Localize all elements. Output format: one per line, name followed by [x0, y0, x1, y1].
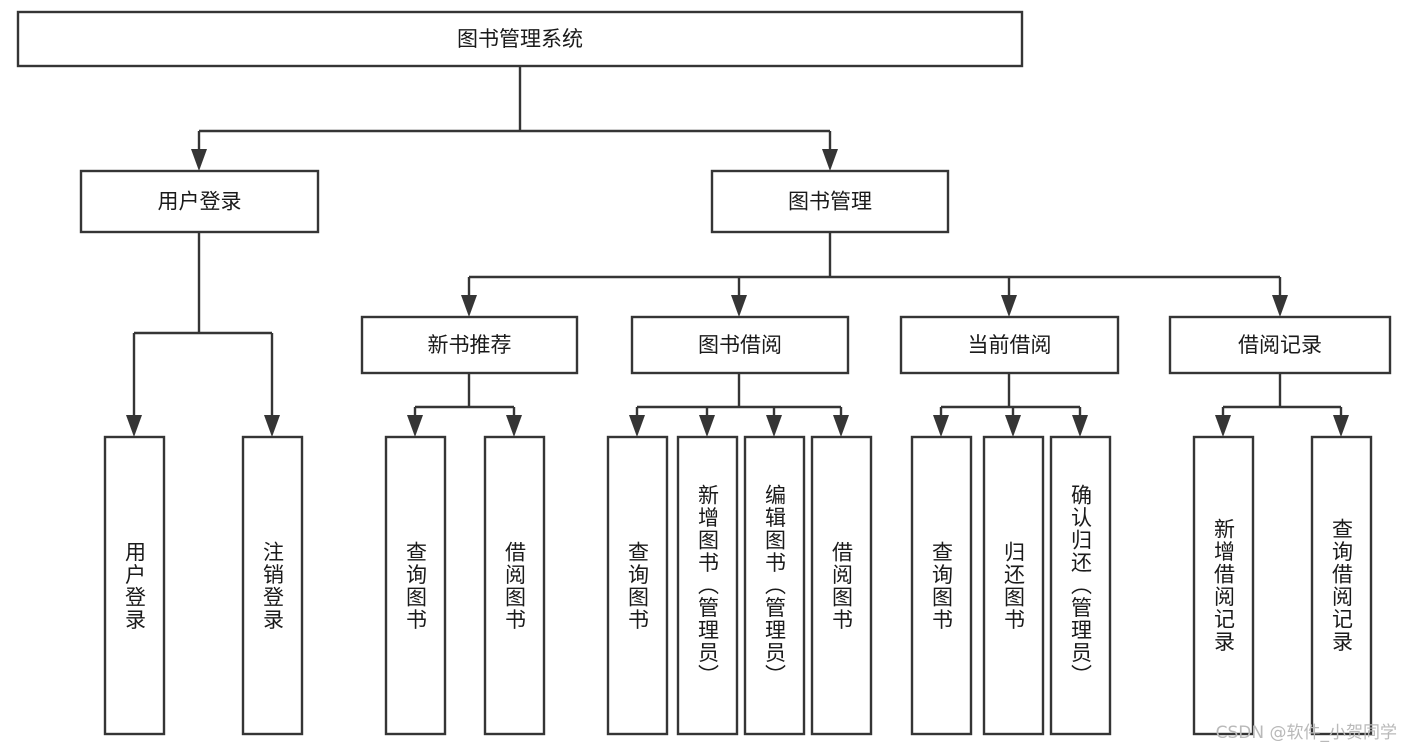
node-leaf-user-login[interactable]	[103, 435, 166, 736]
node-book-borrow[interactable]	[630, 315, 850, 375]
node-leaf-query-book-3[interactable]	[910, 435, 973, 736]
l3-1-to-leaf-1-arrowhead	[699, 415, 715, 437]
l3-0-to-leaf-1-arrowhead	[506, 415, 522, 437]
book-to-l3-1-arrowhead	[731, 295, 747, 317]
node-current-borrow[interactable]	[899, 315, 1120, 375]
node-borrow-record-label: 借阅记录	[1238, 333, 1322, 357]
user-to-leaf-1-arrowhead	[264, 415, 280, 437]
node-root-label: 图书管理系统	[457, 27, 583, 51]
node-leaf-confirm-return[interactable]	[1049, 435, 1112, 736]
node-book-borrow-label: 图书借阅	[698, 333, 782, 357]
node-current-borrow-label: 当前借阅	[968, 333, 1052, 357]
node-borrow-record[interactable]	[1168, 315, 1392, 375]
book-to-l3-3-arrowhead	[1272, 295, 1288, 317]
node-leaf-query-book-2[interactable]	[606, 435, 669, 736]
l3-3-to-leaf-0-arrowhead	[1215, 415, 1231, 437]
node-user-login[interactable]	[79, 169, 320, 234]
node-leaf-borrow-book-1[interactable]	[483, 435, 546, 736]
node-leaf-query-record[interactable]	[1310, 435, 1373, 736]
l3-2-to-leaf-0-arrowhead	[933, 415, 949, 437]
node-new-book-rec-label: 新书推荐	[428, 333, 512, 357]
box-layer	[16, 10, 1392, 736]
book-to-l3-0-arrowhead	[461, 295, 477, 317]
l3-1-to-leaf-0-arrowhead	[629, 415, 645, 437]
node-root[interactable]	[16, 10, 1024, 68]
l3-1-to-leaf-3-arrowhead	[833, 415, 849, 437]
node-leaf-query-book-1[interactable]	[384, 435, 447, 736]
watermark: CSDN @软件_小贺同学	[1215, 723, 1397, 743]
node-leaf-edit-book[interactable]	[743, 435, 806, 736]
node-leaf-borrow-book-2[interactable]	[810, 435, 873, 736]
user-to-leaf-0-arrowhead	[126, 415, 142, 437]
node-leaf-return-book[interactable]	[982, 435, 1045, 736]
book-to-l3-2-arrowhead	[1001, 295, 1017, 317]
node-user-login-label: 用户登录	[158, 190, 242, 214]
node-book-manage-label: 图书管理	[788, 190, 872, 214]
node-leaf-add-record[interactable]	[1192, 435, 1255, 736]
l3-1-to-leaf-2-arrowhead	[766, 415, 782, 437]
node-leaf-logout[interactable]	[241, 435, 304, 736]
l3-3-to-leaf-1-arrowhead	[1333, 415, 1349, 437]
connector-layer	[126, 66, 1349, 437]
l3-2-to-leaf-2-arrowhead	[1072, 415, 1088, 437]
node-leaf-add-book[interactable]	[676, 435, 739, 736]
node-new-book-rec[interactable]	[360, 315, 579, 375]
l3-2-to-leaf-1-arrowhead	[1005, 415, 1021, 437]
l3-0-to-leaf-0-arrowhead	[407, 415, 423, 437]
root-to-l2-1-arrowhead	[822, 149, 838, 171]
node-book-manage[interactable]	[710, 169, 950, 234]
root-to-l2-0-arrowhead	[191, 149, 207, 171]
